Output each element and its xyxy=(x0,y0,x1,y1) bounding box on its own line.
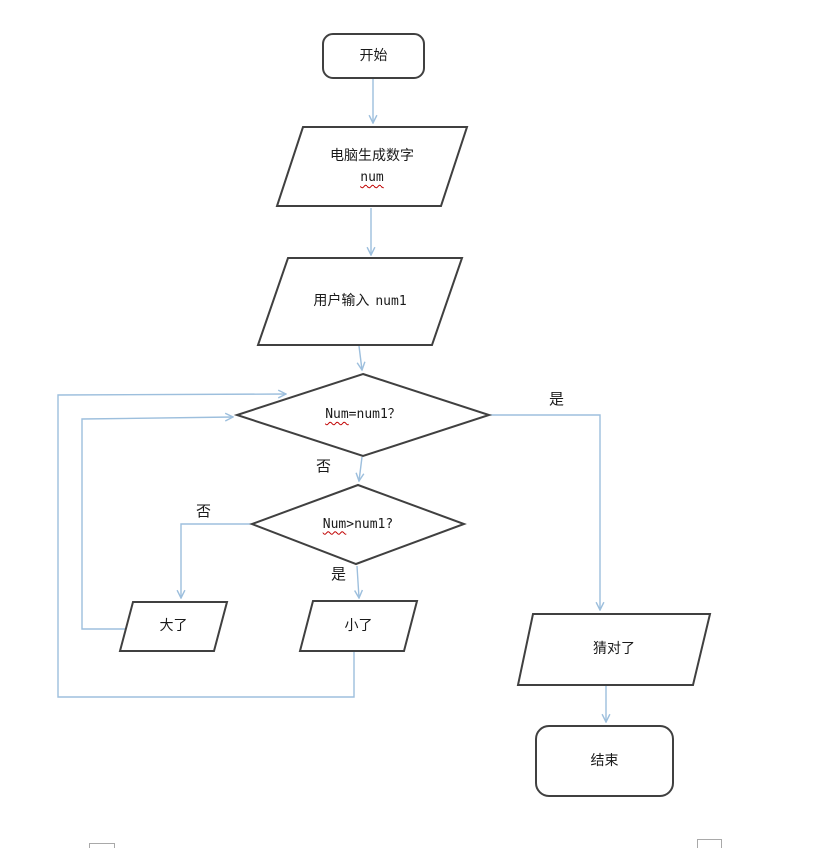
io-input-shape[interactable] xyxy=(256,257,464,346)
canvas-corner-handle-left[interactable] xyxy=(89,843,115,848)
terminator-end-shape[interactable] xyxy=(535,725,674,797)
edge-too-big-loop[interactable] xyxy=(81,417,233,630)
decision-greater-shape[interactable] xyxy=(249,483,467,566)
canvas-corner-handle-right[interactable] xyxy=(697,839,722,848)
decision-equal-shape[interactable] xyxy=(233,372,493,458)
edge-decision-equal-yes[interactable] xyxy=(490,414,600,610)
terminator-start-shape[interactable] xyxy=(322,33,425,79)
edge-decision-greater-no[interactable] xyxy=(181,523,252,598)
io-too-big-shape[interactable] xyxy=(118,601,229,652)
io-too-small-shape[interactable] xyxy=(298,600,419,652)
edge-input-decision-equal[interactable] xyxy=(359,345,362,370)
io-correct-shape[interactable] xyxy=(516,613,712,686)
edge-too-small-loop[interactable] xyxy=(57,394,355,698)
edge-decision-greater-yes[interactable] xyxy=(357,565,359,598)
edge-decision-equal-no[interactable] xyxy=(359,456,362,481)
io-generate-shape[interactable] xyxy=(275,126,469,207)
